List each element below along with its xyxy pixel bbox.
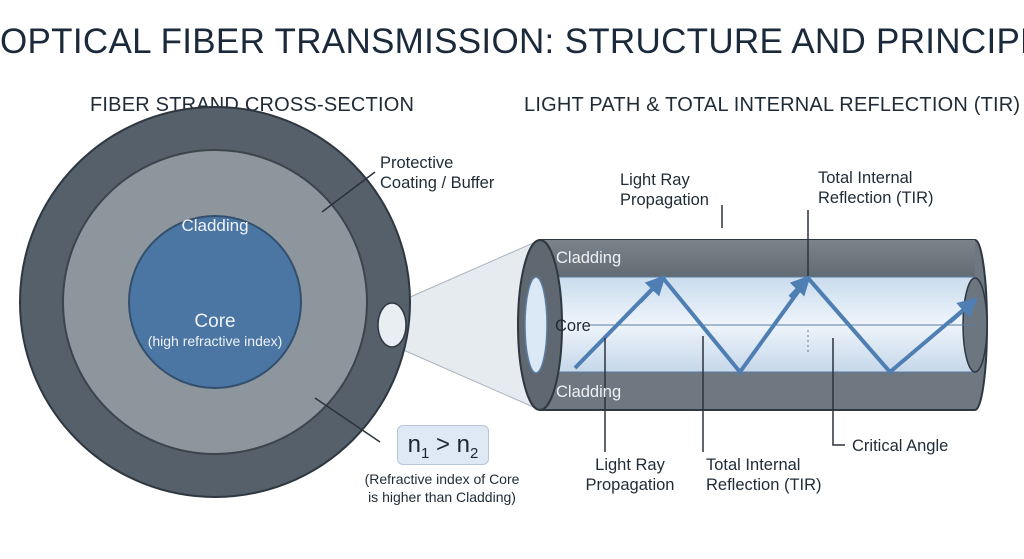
ray-arrow-3 <box>948 297 979 324</box>
page-title: OPTICAL FIBER TRANSMISSION: STRUCTURE AN… <box>0 22 1024 61</box>
ray-arrow-1 <box>638 275 666 304</box>
light-path-heading: LIGHT PATH & TOTAL INTERNAL REFLECTION (… <box>524 94 1021 116</box>
cross-section-heading: FIBER STRAND CROSS-SECTION <box>90 94 415 116</box>
top-right-tir-label: Total Internal Reflection (TIR) <box>818 169 934 207</box>
zoom-spot <box>377 302 407 348</box>
tube-front-core <box>524 276 548 374</box>
tube-cladding-top-label: Cladding <box>556 249 622 267</box>
tube-cladding-bottom-label: Cladding <box>556 383 622 401</box>
bottom-left-ray-label: Light Ray Propagation <box>585 456 675 494</box>
critical-angle-label: Critical Angle <box>852 437 949 455</box>
top-left-ray-label: Light Ray Propagation <box>620 171 709 209</box>
ray-arrow-2 <box>788 275 811 299</box>
fiber-tube <box>517 239 988 411</box>
core-disc <box>128 215 302 389</box>
tube-core-label: Core <box>555 317 591 335</box>
leader-coating <box>321 171 376 213</box>
bottom-mid-tir-label: Total Internal Reflection (TIR) <box>706 456 822 494</box>
refractive-index-inequality: n1 > n2 <box>397 425 489 465</box>
tube-cladding-top <box>540 240 975 277</box>
leader-critical-angle <box>832 338 845 446</box>
cladding-label: Cladding <box>181 216 249 235</box>
coating-label: Protective Coating / Buffer <box>380 154 495 192</box>
leader-cladding <box>314 397 381 443</box>
core-sublabel: (high refractive index) <box>147 333 283 349</box>
core-label: Core <box>194 311 236 332</box>
inequality-note: (Refractive index of Core is higher than… <box>364 471 520 505</box>
